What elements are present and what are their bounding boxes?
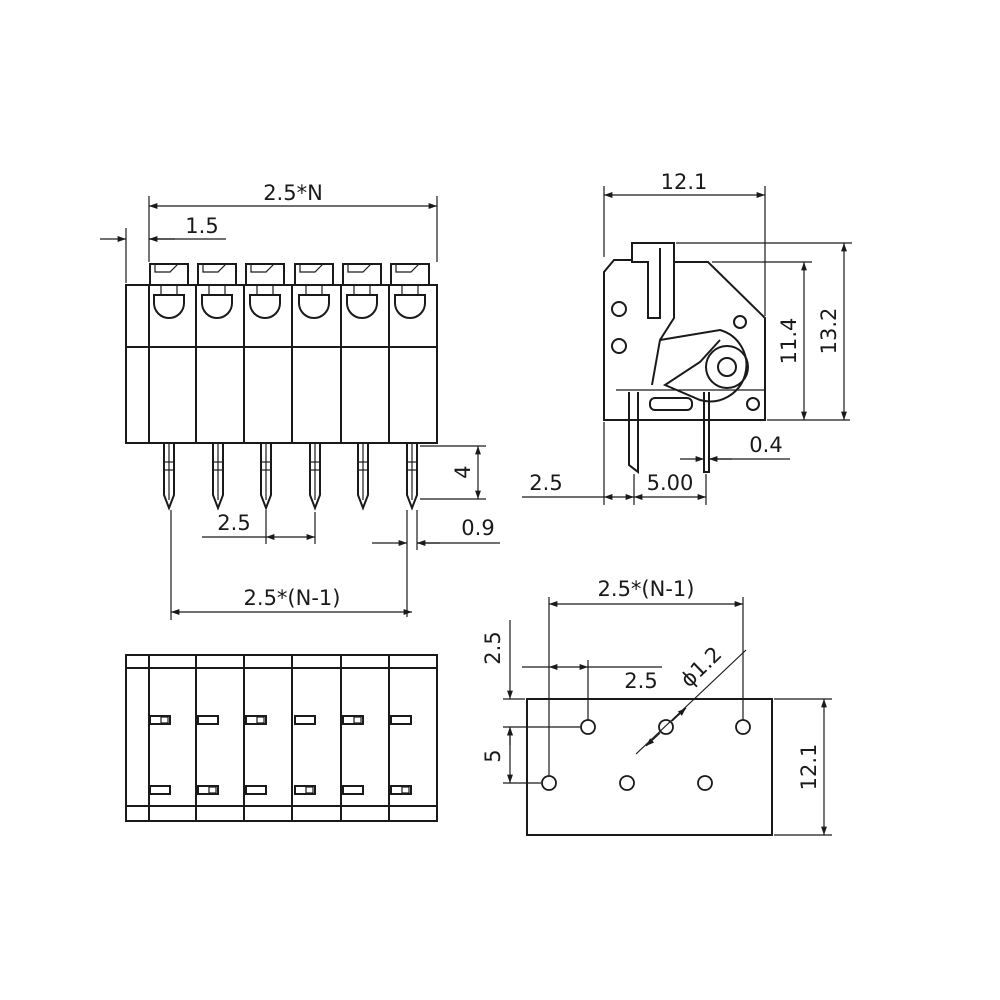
dim-height-total-label: 13.2 xyxy=(817,308,841,355)
dim-row-spacing: 5 xyxy=(481,727,541,784)
dim-offset: 1.5 xyxy=(100,214,226,283)
dim-pin-row-spacing-label: 5.00 xyxy=(647,471,694,495)
dim-pin-length-label: 4 xyxy=(451,465,475,478)
dim-hole-diameter: ϕ1.2 xyxy=(635,642,747,755)
dim-row-offset-h: 2.5 xyxy=(522,660,662,720)
dim-pitch-label: 2.5 xyxy=(217,511,250,535)
top-cell-dividers xyxy=(148,655,390,821)
dim-depth: 12.1 xyxy=(603,170,766,316)
footprint-hole xyxy=(697,775,713,791)
side-hole-3 xyxy=(733,315,747,329)
front-push-buttons xyxy=(149,263,430,319)
dim-pin-span-label: 2.5*(N-1) xyxy=(244,586,341,610)
top-body-outline xyxy=(125,654,438,822)
dim-row-offset-v-label: 2.5 xyxy=(481,631,505,664)
dim-offset-label: 1.5 xyxy=(185,214,218,238)
dim-outline-height: 12.1 xyxy=(774,698,832,836)
side-pivot-outer xyxy=(705,345,749,389)
dim-pitch: 2.5 xyxy=(202,510,316,544)
side-pivot-inner xyxy=(717,357,737,377)
dim-outline-height-label: 12.1 xyxy=(797,744,821,791)
side-hole-4 xyxy=(746,397,760,411)
front-view: 2.5*N 1.5 2.5 4 xyxy=(100,181,500,620)
dim-height-body: 11.4 xyxy=(712,261,850,421)
dim-row-spacing-label: 5 xyxy=(481,749,505,762)
dim-height-body-label: 11.4 xyxy=(777,318,801,365)
top-view xyxy=(125,654,438,822)
pcb-footprint: 2.5*(N-1) 2.5 2.5 5 ϕ1.2 xyxy=(481,577,832,836)
dim-depth-label: 12.1 xyxy=(661,170,708,194)
dim-row-offset-v: 2.5 xyxy=(481,620,580,745)
dim-pin-span: 2.5*(N-1) xyxy=(170,510,412,620)
dim-hole-diameter-label: ϕ1.2 xyxy=(676,642,727,692)
dim-height-total: 13.2 xyxy=(676,242,852,420)
side-body-outline xyxy=(603,242,766,421)
footprint-hole xyxy=(580,719,596,735)
dim-pin-width-label: 0.9 xyxy=(461,516,494,540)
dim-footprint-span-label: 2.5*(N-1) xyxy=(598,577,695,601)
side-spring-clamp xyxy=(659,328,748,403)
side-pin-right xyxy=(703,392,710,473)
dim-row-offset-h-label: 2.5 xyxy=(624,669,657,693)
dim-pin-length: 4 xyxy=(420,445,486,500)
side-hole-1 xyxy=(611,301,627,317)
side-view: 12.1 11.4 13.2 0.4 2.5 xyxy=(522,170,852,505)
dim-pin-thickness-label: 0.4 xyxy=(749,433,782,457)
side-spring-lever xyxy=(631,243,675,386)
dim-pin-offset: 2.5 xyxy=(522,422,634,505)
footprint-outline xyxy=(526,698,773,836)
side-hole-2 xyxy=(611,338,627,354)
footprint-hole xyxy=(658,719,674,735)
top-slot-marks xyxy=(160,716,410,794)
dim-total-width: 2.5*N xyxy=(148,181,438,262)
front-pins xyxy=(163,443,418,511)
front-cell-dividers xyxy=(195,285,390,443)
dim-pin-row-spacing: 5.00 xyxy=(633,471,707,505)
footprint-hole xyxy=(541,775,557,791)
dim-footprint-span: 2.5*(N-1) xyxy=(548,577,744,776)
footprint-hole xyxy=(619,775,635,791)
side-pin-left xyxy=(628,392,639,475)
dim-total-width-label: 2.5*N xyxy=(263,181,323,205)
front-body-outline xyxy=(125,284,438,444)
dim-pin-thickness: 0.4 xyxy=(680,433,790,462)
dim-pin-offset-label: 2.5 xyxy=(529,471,562,495)
dim-pin-width: 0.9 xyxy=(372,510,500,617)
side-wire-slot xyxy=(649,397,693,411)
footprint-hole xyxy=(735,719,751,735)
top-wire-slots xyxy=(149,715,412,795)
